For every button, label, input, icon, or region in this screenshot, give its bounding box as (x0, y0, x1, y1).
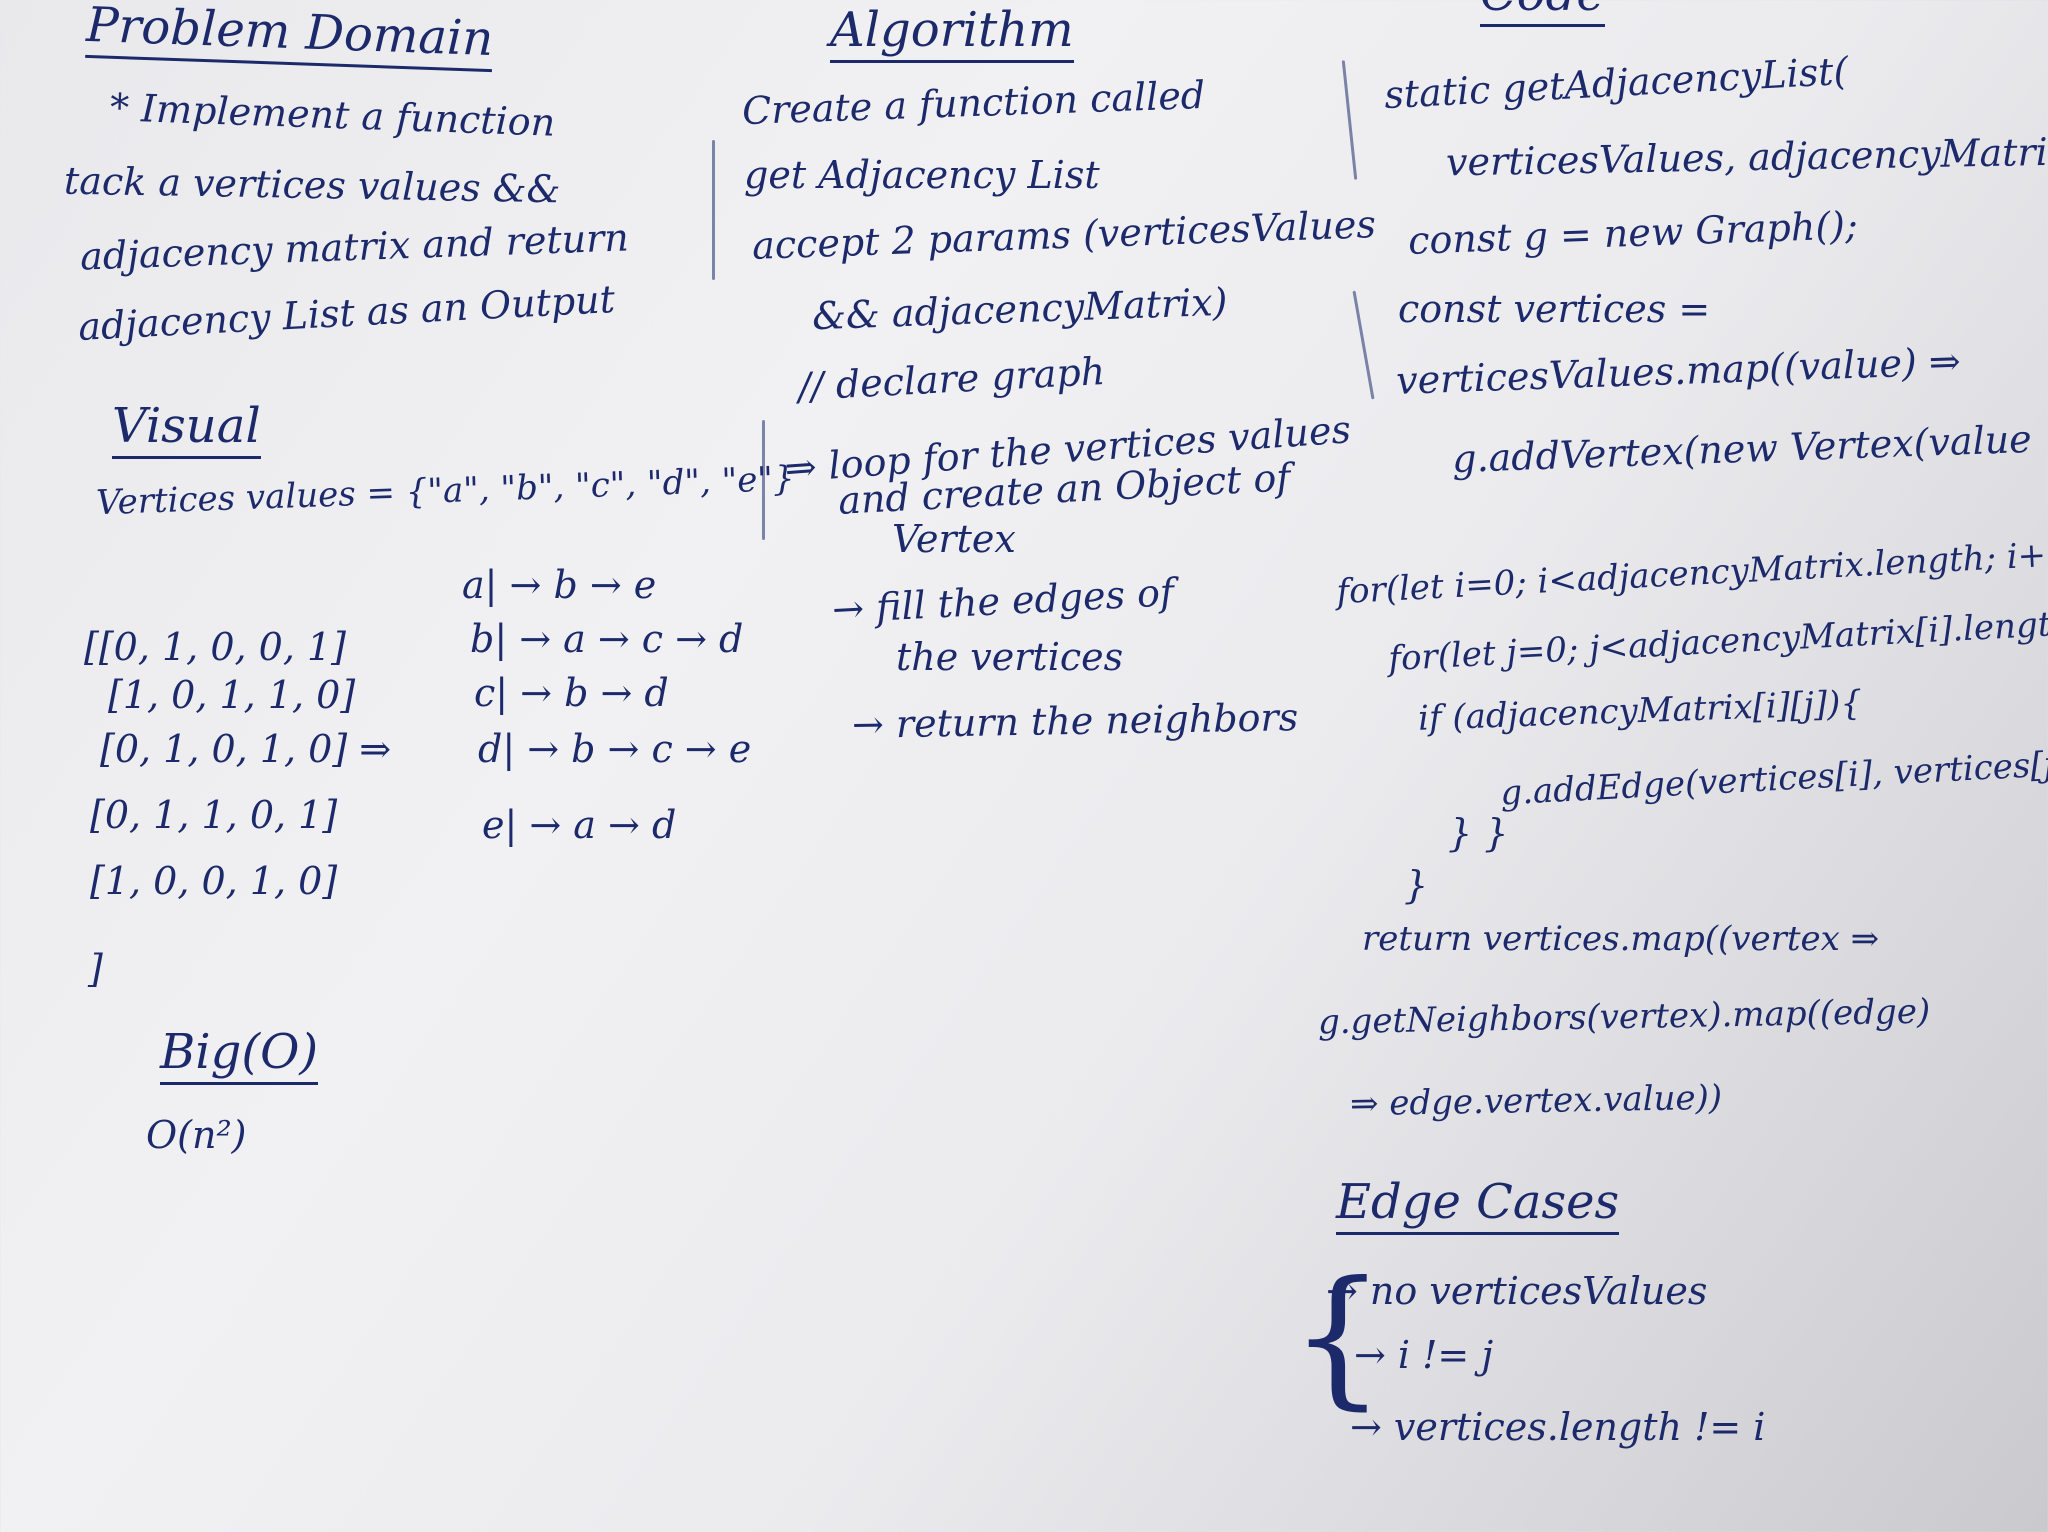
algorithm-line: && adjacencyMatrix) (811, 279, 1229, 339)
algorithm-line: → return the neighbors (851, 695, 1299, 747)
code-line: ⇒ edge.vertex.value)) (1349, 1077, 1723, 1125)
algorithm-line: Vertex (892, 517, 1016, 561)
code-line: const vertices = (1398, 287, 1711, 331)
adjacency-list-row: c| → b → d (474, 671, 669, 715)
matrix-row: [1, 0, 1, 1, 0] (108, 673, 356, 717)
adjacency-list-row: b| → a → c → d (470, 617, 744, 661)
algorithm-line: Create a function called (741, 72, 1206, 134)
matrix-row: [0, 1, 1, 0, 1] (90, 793, 338, 837)
column-divider-right-lower (1352, 290, 1375, 400)
edge-case-item: → vertices.length != i (1350, 1405, 1766, 1449)
big-o-value: O(n²) (146, 1113, 247, 1157)
matrix-close: ] (88, 947, 103, 991)
matrix-row: [[0, 1, 0, 0, 1] (84, 625, 346, 669)
code-line: g.addVertex(new Vertex(value (1451, 416, 2033, 482)
algorithm-line: accept 2 params (verticesValues (751, 202, 1377, 268)
matrix-row: [0, 1, 0, 1, 0] ⇒ (100, 727, 392, 771)
column-divider-right (1341, 60, 1358, 180)
big-o-heading: Big(O) (160, 1028, 319, 1085)
problem-domain-line: * Implement a function (109, 85, 556, 145)
problem-domain-heading: Problem Domain (85, 0, 494, 73)
visual-heading: Visual (112, 402, 261, 459)
code-line: return vertices.map((vertex ⇒ (1362, 919, 1880, 959)
problem-domain-line: tack a vertices values && (63, 158, 561, 212)
column-divider-left (712, 140, 715, 280)
code-line: verticesValues.map((value) ⇒ (1395, 339, 1962, 403)
column-divider-left-lower (762, 420, 765, 540)
vertices-values-line: Vertices values = {"a", "b", "c", "d", "… (95, 458, 796, 524)
adjacency-list-row: d| → b → c → e (478, 727, 752, 771)
algorithm-line: → fill the edges of (831, 570, 1176, 632)
code-line: for(let i=0; i<adjacencyMatrix.length; i… (1335, 533, 2048, 613)
code-line: for(let j=0; j<adjacencyMatrix[i].length… (1387, 602, 2048, 680)
algorithm-line: // declare graph (797, 348, 1107, 410)
algorithm-heading: Algorithm (830, 6, 1074, 63)
algorithm-line: the vertices (896, 635, 1124, 679)
code-line: static getAdjacencyList( (1383, 48, 1850, 118)
edge-cases-heading: Edge Cases (1336, 1178, 1620, 1235)
code-heading: Code (1480, 0, 1605, 27)
adjacency-list-row: a| → b → e (462, 563, 657, 607)
code-line: if (adjacencyMatrix[i][j]){ (1417, 683, 1863, 739)
code-line: } (1404, 863, 1429, 907)
adjacency-list-row: e| → a → d (482, 803, 677, 847)
algorithm-line: get Adjacency List (744, 153, 1100, 197)
problem-domain-line: adjacency List as an Output (77, 276, 616, 350)
code-line: verticesValues, adjacencyMatrix (1445, 129, 2048, 185)
edge-case-item: → no verticesValues (1326, 1269, 1708, 1313)
code-line: g.getNeighbors(vertex).map((edge) (1317, 991, 1931, 1043)
code-line: } } (1448, 811, 1509, 855)
code-line: const g = new Graph(); (1407, 203, 1859, 263)
edge-case-item: → i != j (1354, 1333, 1494, 1377)
matrix-row: [1, 0, 0, 1, 0] (90, 859, 338, 903)
code-line: g.addEdge(vertices[i], vertices[j (1499, 744, 2048, 814)
problem-domain-line: adjacency matrix and return (79, 215, 630, 279)
edge-cases-brace: { (1290, 1250, 1386, 1424)
